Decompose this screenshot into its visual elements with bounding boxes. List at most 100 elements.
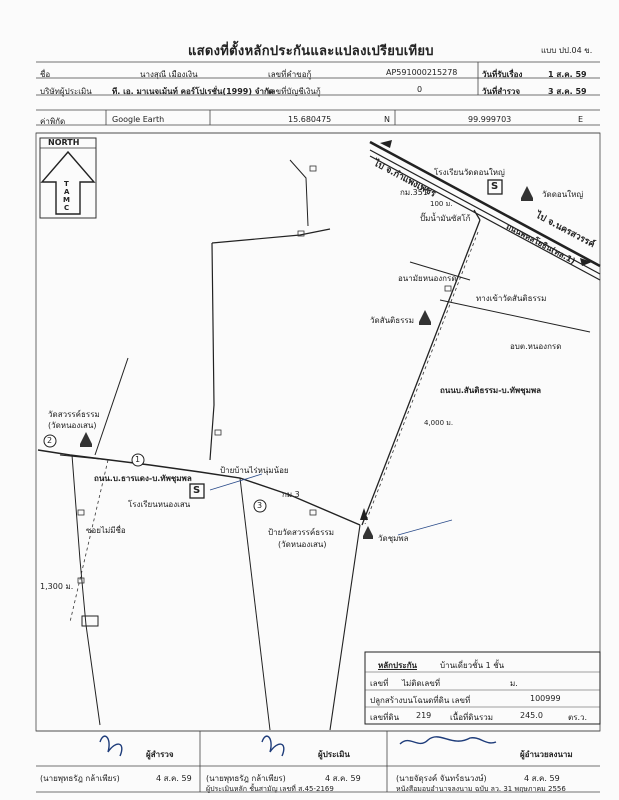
- building-icons: [77, 165, 452, 584]
- school-marker-nongyai: S: [491, 181, 499, 192]
- pen-mark-2: [397, 519, 453, 536]
- temple-santitham-icon: [419, 310, 431, 322]
- survey-date-value: 3 ส.ค. 59: [548, 87, 587, 96]
- request-no-label: เลขที่คำขอกู้: [268, 70, 312, 79]
- coords-source: Google Earth: [112, 115, 165, 124]
- soi-dashed: [69, 459, 109, 623]
- authority-name: (นายจัดุรงค์ จันทร์ธนวงษ์): [396, 774, 487, 783]
- label-dist-4000: 4,000 ม.: [424, 419, 454, 427]
- form-title: แสดงที่ตั้งหลักประกันและแปลงเปรียบเทียบ: [188, 44, 434, 59]
- label-school-nongyai: โรงเรียนวัดดอนใหญ่: [434, 168, 505, 177]
- label-bus-stop: ป้ายบ้านไร่หนุ่มน้อย: [220, 466, 289, 475]
- entrance-road: [409, 261, 471, 281]
- appraiser-role: ผู้ประเมิน: [318, 750, 350, 759]
- main-road: [361, 209, 481, 526]
- school-icons: [189, 179, 503, 499]
- marker-2: 2: [47, 436, 53, 445]
- owner-label: ชื่อ: [40, 70, 51, 79]
- label-wat-sawan: วัดสวรรค์ธรรม: [48, 410, 100, 419]
- temple-icons: [80, 186, 533, 539]
- collateral-land-value: 100999: [530, 694, 561, 703]
- coords-east-unit: E: [578, 115, 584, 124]
- form-frame: [35, 61, 601, 793]
- marker-circles: [43, 434, 267, 513]
- authority-note: หนังสือมอบอำนาจลงนาม ฉบับ ลว. 31 พฤษภาคม…: [396, 785, 566, 793]
- label-district-office: อบต.หนองกรด: [510, 342, 562, 351]
- coords-label: ค่าพิกัด: [40, 117, 66, 126]
- vertical-road: [209, 242, 215, 461]
- label-dist-100: 100 ม.: [430, 200, 453, 208]
- collateral-parcel-value: 219: [416, 711, 432, 720]
- collateral-land-label: ปลูกสร้างบนโฉนดที่ดิน เลขที่: [370, 696, 471, 705]
- north-arrow-icon: [39, 137, 97, 219]
- temple-donyai-icon: [521, 186, 533, 198]
- label-dist-1300: 1,300 ม.: [40, 582, 74, 591]
- soi-north-road: [94, 357, 129, 456]
- survey-date-label: วันที่สำรวจ: [482, 87, 521, 96]
- soi-road: [71, 454, 101, 726]
- label-wat-donyai: วัดดอนใหญ่: [542, 190, 584, 199]
- school-marker-nongsen: S: [193, 485, 201, 496]
- label-wat-santitham: วัดสันติธรรม: [370, 316, 414, 325]
- soi-end-box: [81, 615, 99, 627]
- route-arrow-icon: [360, 508, 368, 520]
- south-road: [329, 524, 361, 731]
- collateral-parcel-label: เลขที่ดิน: [370, 713, 400, 722]
- north-label: NORTH: [48, 138, 80, 147]
- authority-role: ผู้อำนวยลงนาม: [520, 750, 573, 759]
- label-wat-sawan-sub: (วัดหนองเสน): [48, 421, 97, 430]
- label-gas-station: ปั๊มน้ำมันซัสโก้: [420, 214, 471, 223]
- appraiser-signature-icon: [261, 735, 285, 757]
- label-road-bang: ถนน.บ.ธารแดง-บ.ทัพชุมพล: [94, 474, 192, 483]
- arrow-nakhon-icon: [580, 258, 592, 266]
- surveyor-date: 4 ส.ค. 59: [156, 774, 192, 783]
- arrow-kamphaeng-icon: [380, 140, 392, 148]
- label-soi: ซอยไม่มีชื่อ: [86, 526, 126, 535]
- appraiser-label: บริษัทผู้ประเมิน: [40, 87, 92, 96]
- account-value: 0: [417, 85, 423, 94]
- collateral-no-value: ไม่ติดเลขที่: [402, 679, 441, 688]
- west-stub-road: [59, 454, 111, 461]
- label-km351: กม.351: [400, 188, 428, 197]
- pen-mark: [209, 473, 263, 491]
- temple-chumphon-icon: [363, 526, 373, 536]
- temple-chumphon-base-icon: [363, 536, 373, 539]
- collateral-moo-label: ม.: [510, 679, 518, 688]
- collateral-title-value: บ้านเดี่ยวชั้น 1 ชั้น: [440, 661, 505, 670]
- district-road: [439, 299, 591, 333]
- north-branch-road: [211, 228, 331, 244]
- temple-santitham-base-icon: [419, 322, 431, 325]
- surveyor-name: (นายพุทธรัฎ กล้าเพียร): [40, 774, 120, 783]
- surveyor-signature-icon: [99, 735, 123, 757]
- north-letter-m: M: [63, 196, 70, 204]
- request-no-value: AP591000215278: [386, 68, 458, 77]
- coords-north-unit: N: [384, 115, 390, 124]
- label-km3: กม.3: [282, 490, 300, 499]
- label-school-nongsen: โรงเรียนหนองเสน: [128, 500, 191, 509]
- collateral-area-label: เนื้อที่ดินรวม: [450, 713, 494, 722]
- appraiser-date: 4 ส.ค. 59: [325, 774, 361, 783]
- authority-signature-icon: [399, 736, 497, 745]
- surveyor-role: ผู้สำรวจ: [146, 750, 174, 759]
- south-road-west: [239, 477, 271, 731]
- label-wat-chumphon: วัดชุมพล: [378, 534, 409, 543]
- temple-donyai-base-icon: [521, 198, 533, 201]
- temple-sawan-base-icon: [80, 444, 92, 447]
- route-dashed: [364, 231, 479, 525]
- appraiser-note: ผู้ประเมินหลัก ชั้นสามัญ เลขที่ ส.45-216…: [206, 785, 334, 793]
- label-sign-wat-sub: (วัดหนองเสน): [278, 540, 327, 549]
- temple-sawan-icon: [80, 432, 92, 444]
- north-letter-c: C: [64, 204, 70, 212]
- label-road-santitham: ถนนบ.สันติธรรม-บ.ทัพชุมพล: [440, 386, 542, 395]
- collateral-box: [364, 651, 601, 725]
- collateral-no-label: เลขที่: [370, 679, 389, 688]
- receive-date-value: 1 ส.ค. 59: [548, 70, 587, 79]
- highway-road: [369, 140, 601, 281]
- authority-date: 4 ส.ค. 59: [524, 774, 560, 783]
- marker-3: 3: [257, 501, 263, 510]
- account-label: เลขที่บัญชีเงินกู้: [268, 87, 321, 96]
- receive-date-label: วันที่รับเรื่อง: [482, 70, 523, 79]
- label-entrance: ทางเข้าวัดสันติธรรม: [476, 294, 547, 303]
